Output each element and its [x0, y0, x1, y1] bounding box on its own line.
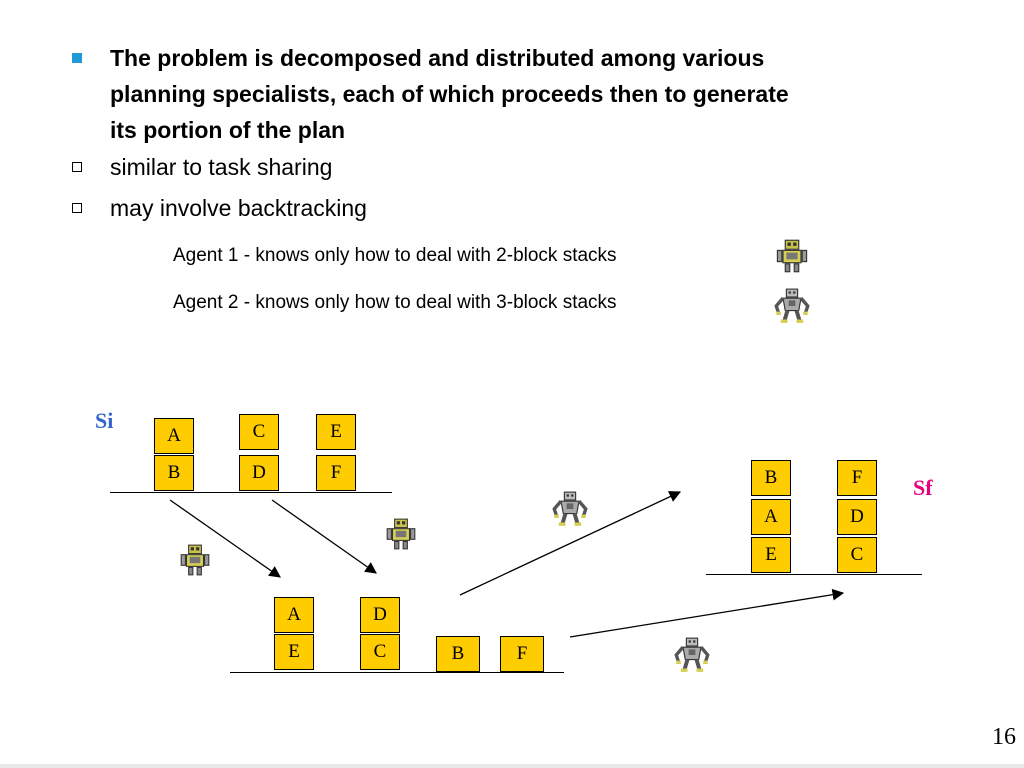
- block-final-B: B: [751, 460, 791, 496]
- block-middle-B: B: [436, 636, 480, 672]
- final-table-line: [706, 574, 922, 575]
- sub-bullet-2-text: may involve backtracking: [110, 195, 367, 221]
- square-bullet-icon: [72, 53, 82, 63]
- block-middle-C: C: [360, 634, 400, 670]
- arrow-middle-to-final-2: [569, 588, 845, 638]
- block-initial-F: F: [316, 455, 356, 491]
- block-initial-D: D: [239, 455, 279, 491]
- block-middle-F: F: [500, 636, 544, 672]
- block-initial-E: E: [316, 414, 356, 450]
- block-middle-D: D: [360, 597, 400, 633]
- footer-bar: [0, 764, 1024, 768]
- block-initial-B: B: [154, 455, 194, 491]
- final-state-label: Sf: [913, 475, 933, 500]
- block-final-C: C: [837, 537, 877, 573]
- main-bullet-line-2: planning specialists, each of which proc…: [110, 81, 789, 107]
- main-bullet-text: The problem is decomposed and distribute…: [110, 40, 789, 148]
- initial-state-label: Si: [95, 408, 114, 433]
- block-initial-C: C: [239, 414, 279, 450]
- block-final-D: D: [837, 499, 877, 535]
- robot-agent-1-icon: [178, 543, 212, 577]
- arrow-initial-to-middle-1: [169, 499, 281, 578]
- main-bullet-line-1: The problem is decomposed and distribute…: [110, 45, 765, 71]
- robot-agent-1-icon: [384, 517, 418, 551]
- hollow-square-bullet-icon: [72, 203, 82, 213]
- block-middle-A: A: [274, 597, 314, 633]
- initial-table-line: [110, 492, 392, 493]
- robot-agent-2-icon: [674, 637, 710, 673]
- block-middle-E: E: [274, 634, 314, 670]
- sub-bullet-1-text: similar to task sharing: [110, 154, 333, 180]
- main-bullet-line-3: its portion of the plan: [110, 117, 346, 143]
- block-final-F: F: [837, 460, 877, 496]
- page-number: 16: [992, 724, 1016, 750]
- arrow-middle-to-final-1: [459, 491, 682, 596]
- arrow-initial-to-middle-2: [271, 499, 377, 574]
- block-final-A: A: [751, 499, 791, 535]
- block-initial-A: A: [154, 418, 194, 454]
- middle-table-line: [230, 672, 564, 673]
- hollow-square-bullet-icon: [72, 162, 82, 172]
- robot-agent-2-icon: [552, 491, 588, 527]
- agent-1-description: Agent 1 - knows only how to deal with 2-…: [173, 245, 617, 266]
- agent-2-description: Agent 2 - knows only how to deal with 3-…: [173, 292, 617, 313]
- block-final-E: E: [751, 537, 791, 573]
